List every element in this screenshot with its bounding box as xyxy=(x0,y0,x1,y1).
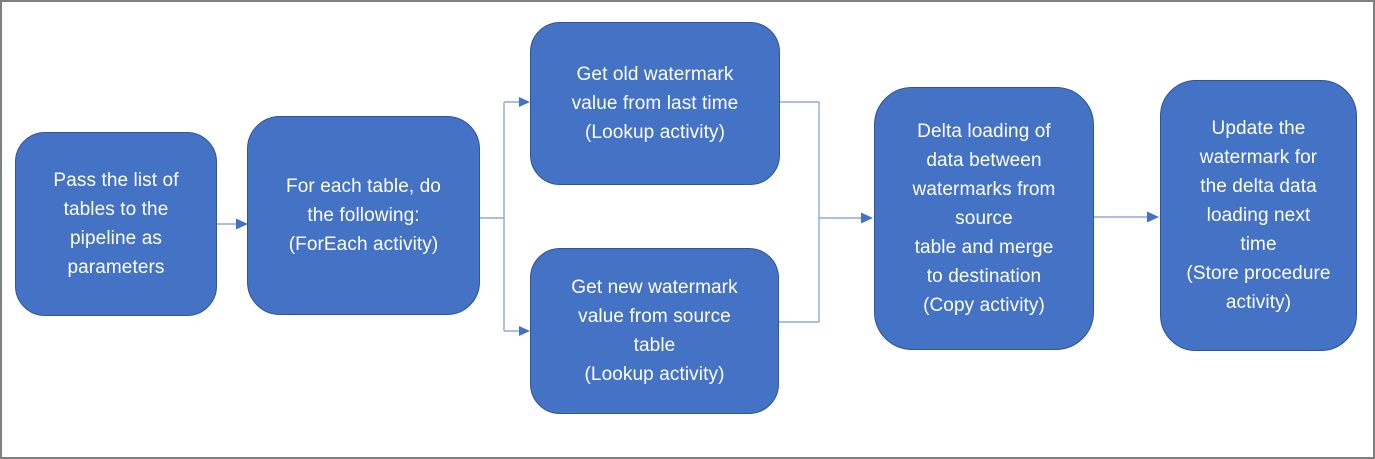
node-for-each-label: For each table, do the following: (ForEa… xyxy=(286,176,441,255)
node-pass-list-label: Pass the list of tables to the pipeline … xyxy=(53,170,179,278)
node-delta-loading-label: Delta loading of data between watermarks… xyxy=(912,121,1056,316)
node-get-new-watermark[interactable]: Get new watermark value from source tabl… xyxy=(530,248,779,414)
node-pass-list-of-tables[interactable]: Pass the list of tables to the pipeline … xyxy=(15,132,217,316)
node-get-old-watermark[interactable]: Get old watermark value from last time (… xyxy=(530,22,780,185)
connector-delta-to-update xyxy=(1094,211,1159,223)
connector-pass-list-to-for-each xyxy=(217,218,248,230)
node-update-watermark-label: Update the watermark for the delta data … xyxy=(1186,118,1331,313)
node-get-new-watermark-label: Get new watermark value from source tabl… xyxy=(571,277,738,385)
connector-for-each-branch xyxy=(480,97,530,336)
node-update-watermark[interactable]: Update the watermark for the delta data … xyxy=(1160,80,1357,351)
connector-merge-to-delta-loading xyxy=(779,101,873,323)
node-delta-loading[interactable]: Delta loading of data between watermarks… xyxy=(874,87,1094,350)
node-for-each-table[interactable]: For each table, do the following: (ForEa… xyxy=(247,116,480,315)
node-get-old-watermark-label: Get old watermark value from last time (… xyxy=(571,64,739,143)
